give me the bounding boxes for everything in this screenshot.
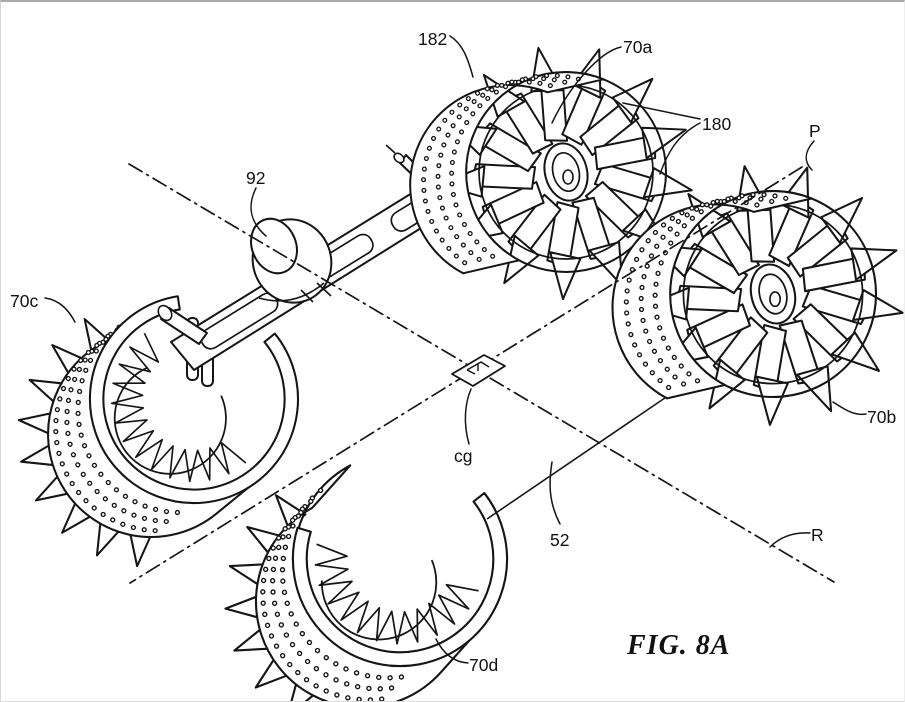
label-70c: 70c xyxy=(10,291,38,311)
axle-stub xyxy=(160,307,208,345)
axle-stub-cap xyxy=(157,304,173,322)
leader-52 xyxy=(549,461,561,525)
camera-mount xyxy=(300,282,332,303)
leader-70a xyxy=(551,46,622,124)
antenna-tip xyxy=(393,152,405,164)
label-cg: cg xyxy=(454,446,472,466)
leader-70c xyxy=(44,297,76,323)
label-70a: 70a xyxy=(623,37,652,57)
label-axis-r: R xyxy=(811,525,824,545)
label-70d: 70d xyxy=(469,655,498,675)
wheel-70d xyxy=(224,464,509,701)
roll-axis-line xyxy=(128,163,835,583)
leader-axis-r xyxy=(769,532,811,548)
leader-70d xyxy=(435,638,469,664)
leader-92 xyxy=(250,187,267,237)
leader-180-upper xyxy=(622,102,701,120)
figure-caption: FIG. 8A xyxy=(626,630,730,661)
leader-182 xyxy=(449,35,474,78)
label-180: 180 xyxy=(702,114,731,134)
chassis-plane-edge xyxy=(486,384,685,520)
leader-lines xyxy=(44,35,867,664)
label-182: 182 xyxy=(418,29,447,49)
cg-marker xyxy=(451,354,506,387)
leader-70b xyxy=(832,401,867,416)
wheel-70b xyxy=(611,165,904,426)
antenna-point xyxy=(385,144,396,154)
label-92: 92 xyxy=(246,168,265,188)
wheel-70a xyxy=(409,46,693,301)
label-70b: 70b xyxy=(867,407,896,427)
label-axis-p: P xyxy=(809,121,821,141)
leader-cg xyxy=(464,388,472,445)
label-52: 52 xyxy=(550,530,569,550)
leader-axis-p xyxy=(805,140,815,171)
leader-180-lower xyxy=(659,122,701,175)
wheel-70c xyxy=(17,295,299,568)
